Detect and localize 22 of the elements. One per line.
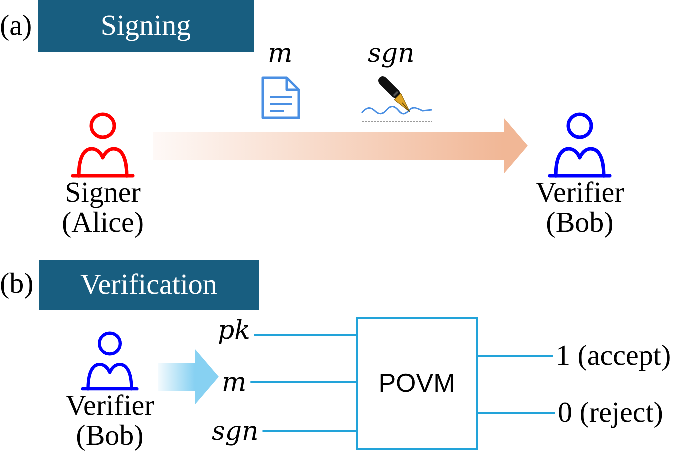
variable-label: sgn	[368, 41, 415, 67]
arrow	[153, 118, 528, 174]
output-label: 1 (accept)	[556, 342, 672, 371]
person-label: Verifier (Bob)	[64, 391, 156, 451]
person-label: Verifier (Bob)	[534, 178, 626, 238]
input-label: sgn	[212, 419, 259, 445]
section-header: Signing	[38, 0, 254, 52]
input-label: m	[222, 370, 247, 396]
input-label: pk	[218, 318, 250, 344]
connector-line	[262, 430, 356, 432]
connector-line	[254, 334, 356, 336]
output-label: 0 (reject)	[558, 399, 664, 428]
section-header: Verification	[39, 260, 259, 310]
connector-line	[250, 381, 356, 383]
variable-label: m	[268, 41, 293, 67]
panel-label: (b)	[0, 270, 34, 299]
connector-line	[478, 355, 553, 357]
connector-line	[478, 412, 555, 414]
panel-label: (a)	[0, 12, 32, 41]
process-box: POVM	[356, 317, 478, 450]
person-label: Signer (Alice)	[60, 178, 146, 238]
arrow	[158, 349, 219, 405]
